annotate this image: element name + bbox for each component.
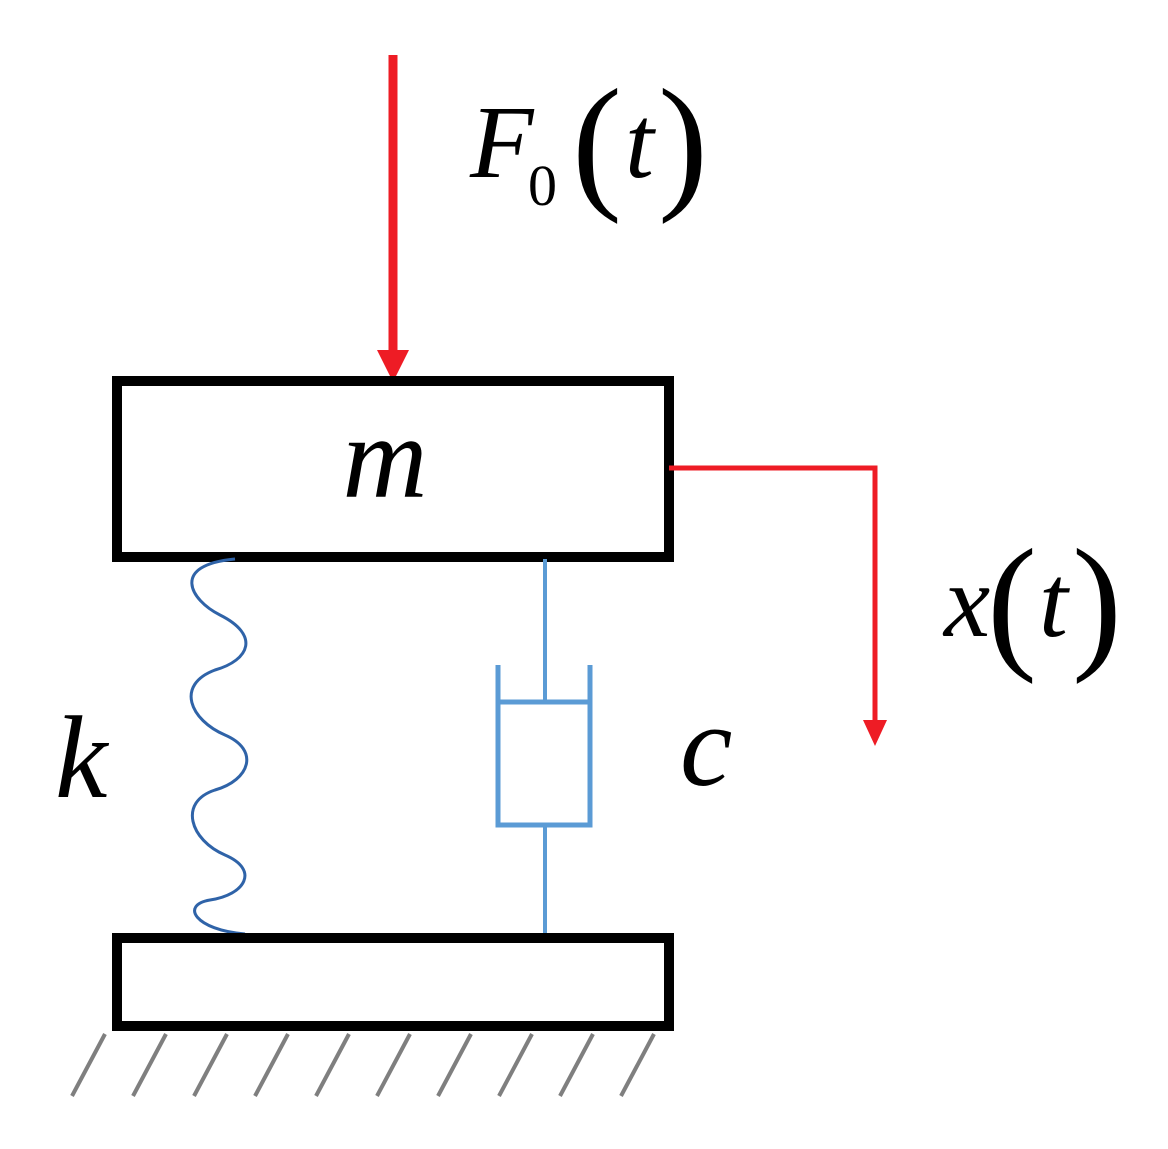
force-open-paren: ( [572, 59, 622, 225]
damper: c [495, 559, 732, 934]
hatch-line [70, 1033, 107, 1097]
displacement-argument: t [1039, 544, 1070, 659]
force-argument: t [625, 85, 656, 200]
hatch-line [375, 1033, 412, 1097]
force-subscript: 0 [528, 153, 557, 218]
displacement-close-paren: ) [1072, 519, 1122, 685]
hatch-line [619, 1033, 656, 1097]
displacement-arrow [669, 465, 887, 746]
force-arrowhead [377, 350, 409, 382]
displacement-symbol: x [942, 544, 990, 659]
hatch-line [253, 1033, 290, 1097]
displacement-label: x ( t ) [942, 519, 1122, 685]
displacement-open-paren: ( [987, 519, 1037, 685]
spring: k [55, 557, 249, 936]
spring-coil [189, 557, 249, 936]
force-arrow [377, 55, 409, 382]
base-block-outline [112, 933, 674, 1031]
base-block [112, 933, 674, 1031]
damping-label: c [680, 680, 732, 811]
force-symbol: F [469, 85, 535, 200]
hatch-line [558, 1033, 595, 1097]
mass-block: m [112, 376, 674, 562]
hatch-line [497, 1033, 534, 1097]
hatch-line [436, 1033, 473, 1097]
hatch-line [192, 1033, 229, 1097]
ground-hatching [70, 1033, 656, 1097]
displacement-arrowhead [863, 720, 887, 746]
hatch-line [314, 1033, 351, 1097]
force-label: F 0 ( t ) [469, 59, 708, 225]
mass-label: m [342, 392, 427, 523]
force-close-paren: ) [658, 59, 708, 225]
hatch-line [131, 1033, 168, 1097]
displacement-arrow-shaft [669, 465, 878, 722]
stiffness-label: k [55, 692, 110, 823]
